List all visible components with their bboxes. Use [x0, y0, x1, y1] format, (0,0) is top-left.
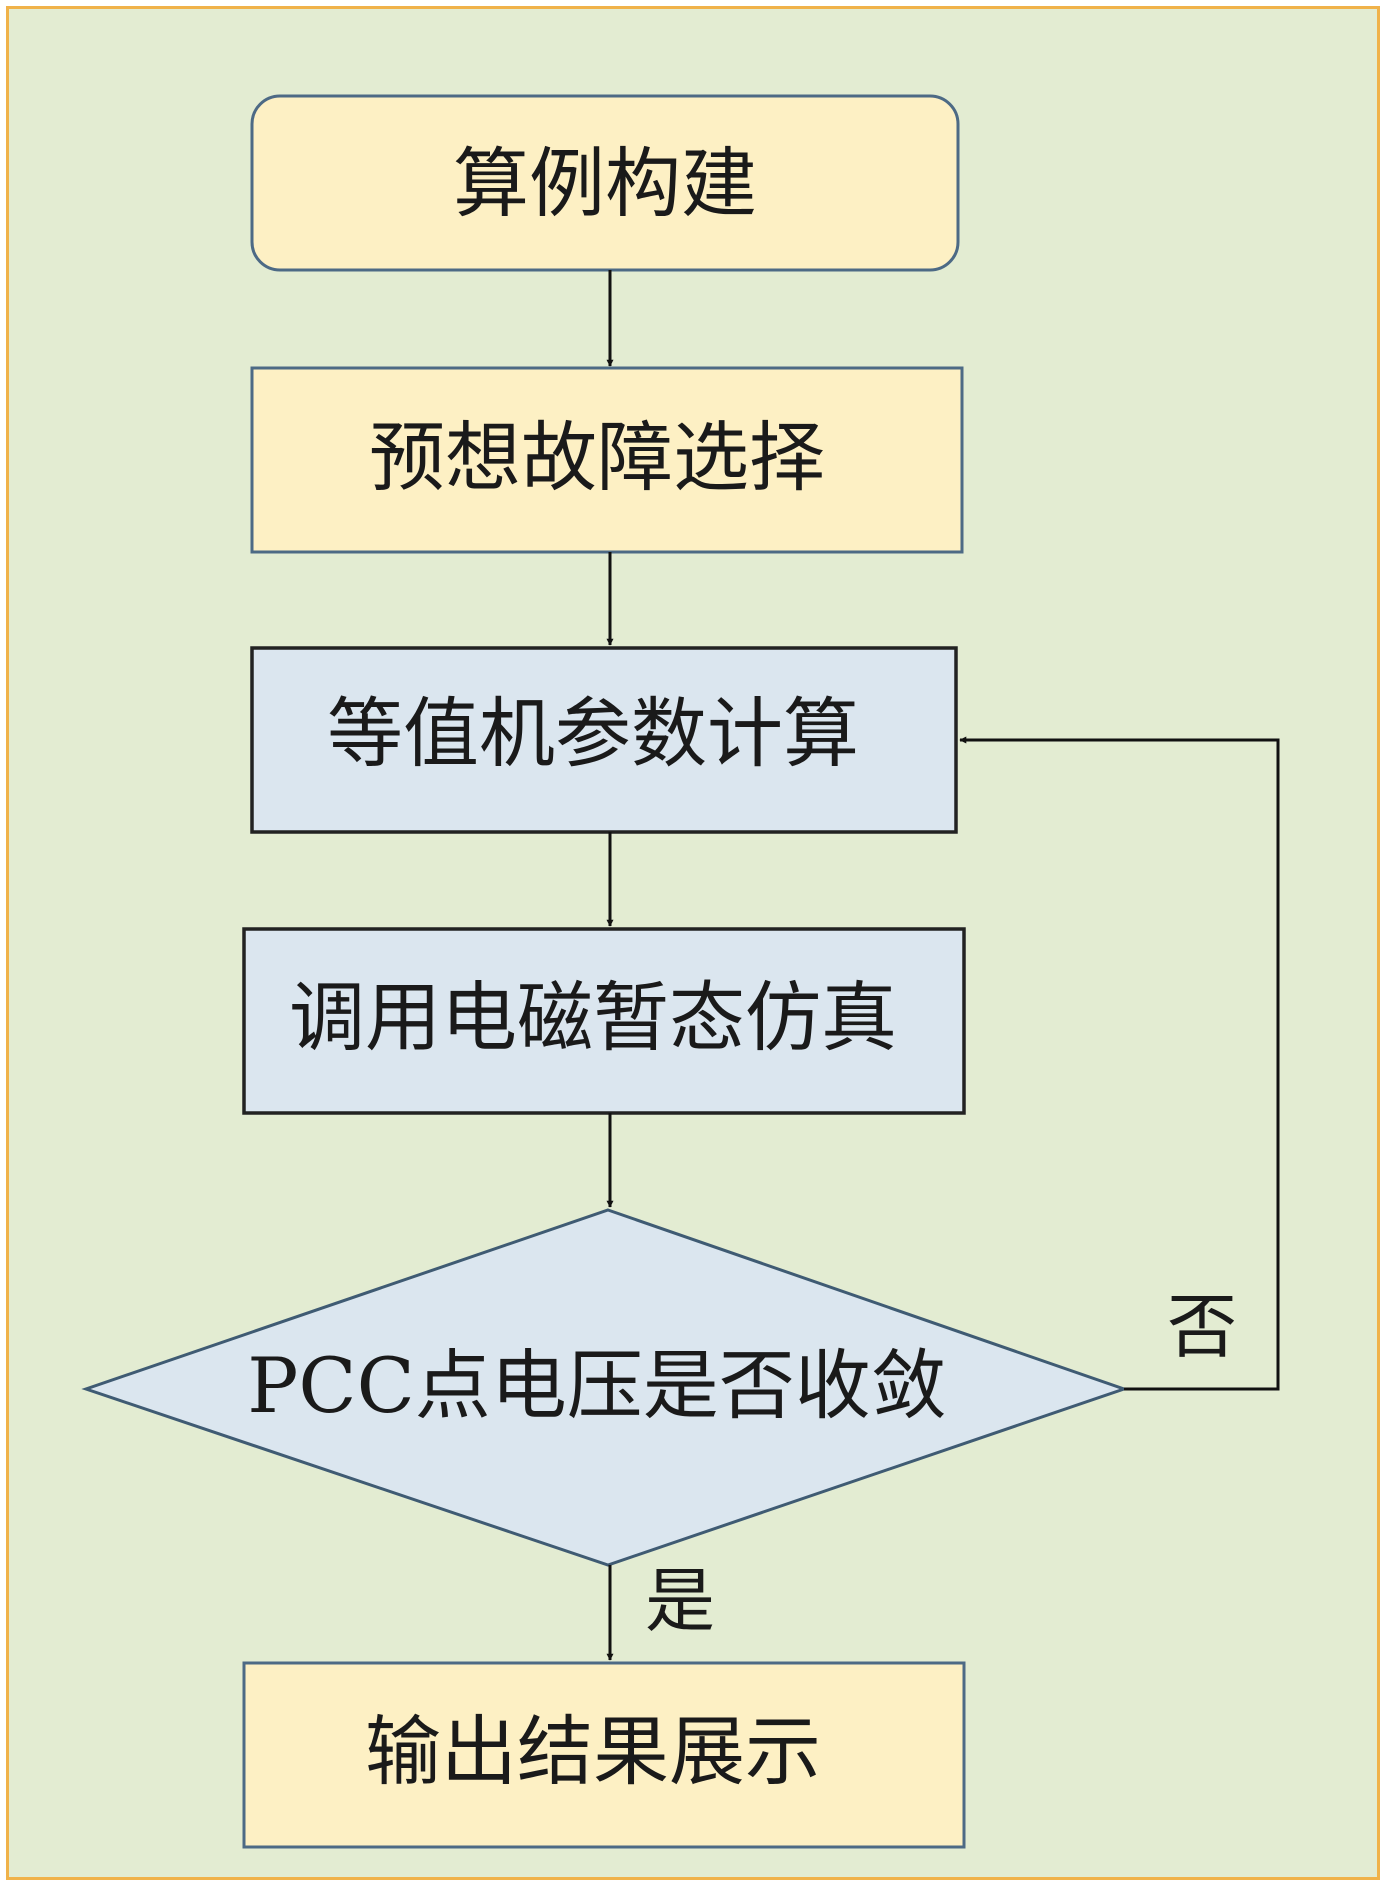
equiv-param-label: 等值机参数计算 [327, 689, 859, 778]
pcc-check-label: PCC点电压是否收敛 [247, 1341, 946, 1430]
build-case-label: 算例构建 [453, 139, 757, 228]
output-box [242, 1661, 966, 1849]
equiv-param-box [250, 646, 958, 834]
em-sim-label: 调用电磁暂态仿真 [289, 973, 897, 1062]
pcc-check-diamond [81, 1208, 1129, 1567]
yes-label: 是 [645, 1560, 715, 1642]
output-label: 输出结果展示 [365, 1707, 821, 1796]
build-case-box [250, 94, 960, 272]
loop-back-arrow [959, 736, 1280, 1391]
em-sim-box [242, 927, 966, 1115]
fault-select-box [250, 366, 964, 554]
no-label: 否 [1167, 1286, 1237, 1368]
fault-select-label: 预想故障选择 [369, 413, 825, 502]
